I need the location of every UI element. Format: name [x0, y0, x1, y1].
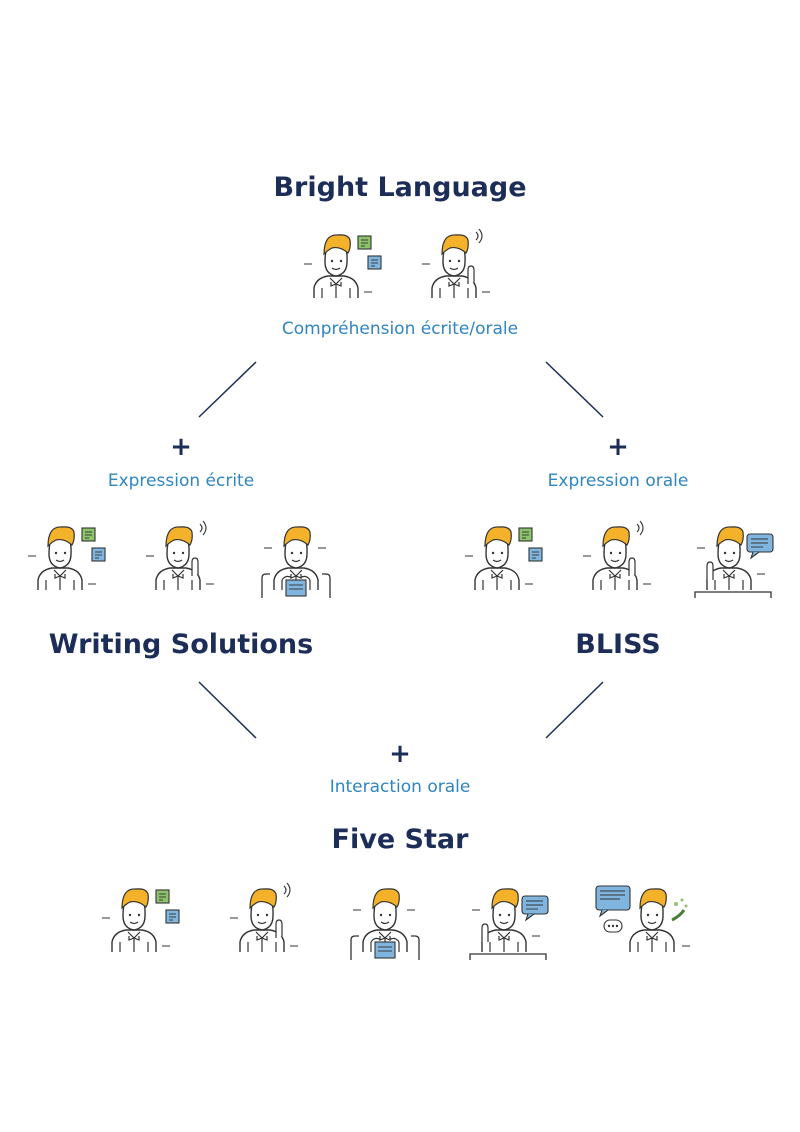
reading-person-icon — [300, 226, 384, 314]
writing-plus: + — [170, 432, 192, 462]
listening-person-icon — [579, 518, 663, 606]
bright-language-skill: Compréhension écrite/orale — [281, 319, 519, 339]
connector-bright-writing — [198, 361, 257, 418]
listening-person-icon — [226, 880, 310, 968]
connector-writing-five — [198, 681, 257, 739]
bliss-plus: + — [607, 432, 629, 462]
writing-solutions-title: Writing Solutions — [48, 629, 314, 660]
listening-person-icon — [142, 518, 226, 606]
reading-person-icon — [24, 518, 108, 606]
reading-person-icon — [98, 880, 182, 968]
five-star-title: Five Star — [331, 824, 469, 855]
reading-person-icon — [461, 518, 545, 606]
writing-person-icon — [256, 518, 340, 606]
five-star-plus: + — [389, 739, 411, 769]
bright-language-title: Bright Language — [273, 172, 527, 203]
writing-skill: Expression écrite — [107, 471, 255, 491]
speaking-person-icon — [468, 880, 552, 968]
connector-bright-bliss — [545, 361, 604, 418]
bliss-title: BLISS — [575, 629, 661, 660]
listening-person-icon — [418, 226, 502, 314]
five-star-skill: Interaction orale — [329, 777, 471, 797]
speaking-person-icon — [693, 518, 777, 606]
bliss-skill: Expression orale — [547, 471, 689, 491]
writing-person-icon — [345, 880, 429, 968]
phone-conversation-person-icon — [592, 880, 696, 968]
connector-bliss-five — [545, 681, 604, 739]
